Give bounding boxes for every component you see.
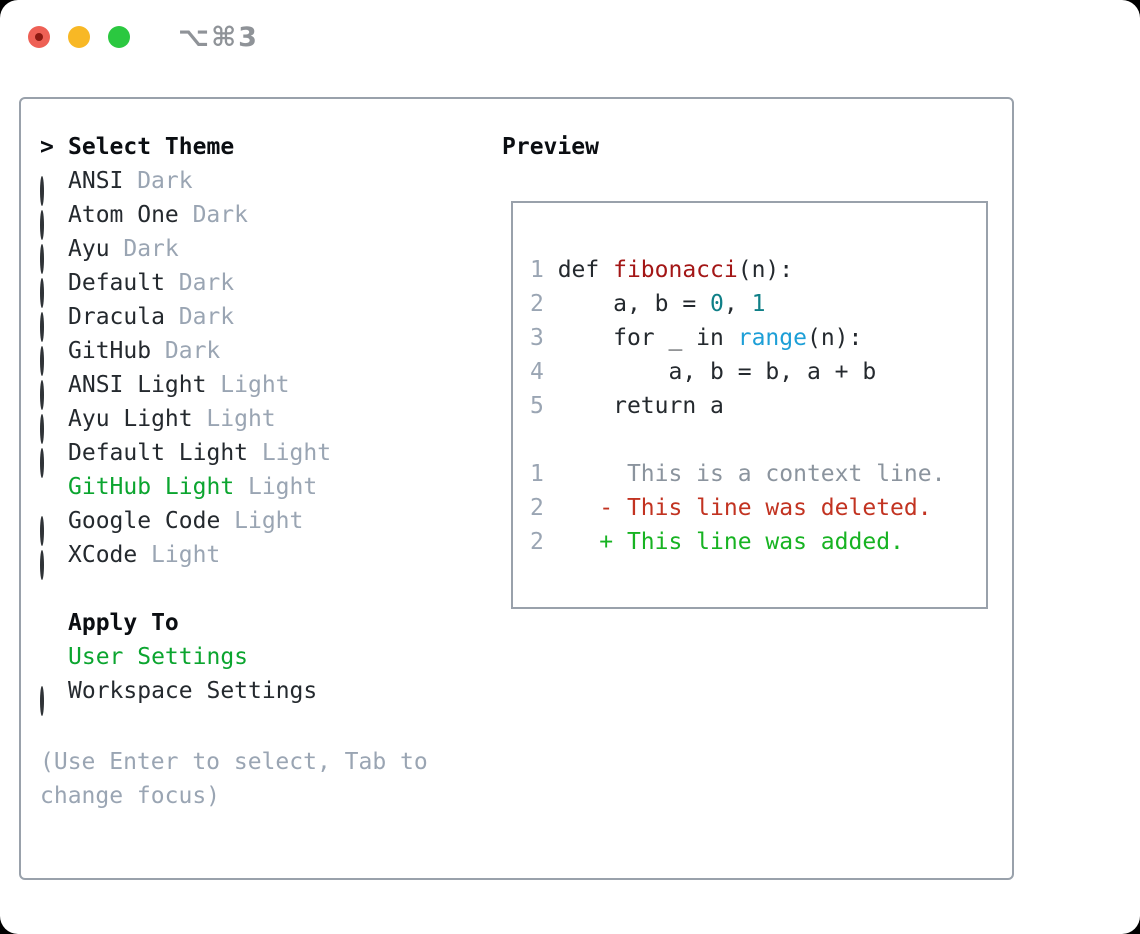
option-variant-label: Dark (192, 202, 248, 228)
preview-code: 1 def fibonacci(n): 2 a, b = 0, 1 3 for … (530, 257, 946, 555)
option-label: ANSI (68, 168, 124, 194)
option-label: Default (68, 270, 165, 296)
option-label: Google Code (68, 508, 221, 534)
apply-item-workspace-settings[interactable]: Workspace Settings (40, 674, 331, 716)
select-theme-title: Select Theme (68, 134, 235, 160)
keyboard-shortcut-label: ⌥⌘3 (178, 21, 259, 53)
cursor-chevron-icon: > (40, 134, 54, 160)
option-label: Ayu Light (68, 406, 193, 432)
radio-unselected-icon (40, 277, 44, 308)
theme-item-ayu-light[interactable]: Ayu Light Light (40, 402, 331, 444)
apply-to-title: Apply To (68, 610, 179, 636)
empty-slot (40, 616, 55, 631)
theme-item-default[interactable]: Default Dark (40, 266, 331, 308)
radio-unselected-icon (40, 413, 44, 444)
radio-unselected-icon (40, 175, 44, 206)
radio-unselected-icon (40, 209, 44, 240)
theme-item-default-light[interactable]: Default Light Light (40, 436, 332, 478)
theme-item-github[interactable]: GitHub Dark (40, 334, 331, 376)
option-variant-label: Light (220, 372, 290, 398)
radio-unselected-icon (40, 345, 44, 376)
theme-item-ansi[interactable]: ANSI Dark (40, 164, 331, 206)
option-label: ANSI Light (68, 372, 207, 398)
option-label: GitHub Light (68, 474, 235, 500)
theme-item-google-code[interactable]: Google Code Light (40, 504, 331, 546)
select-theme-header: > Select Theme (40, 130, 331, 164)
option-variant-label: Dark (178, 270, 235, 296)
option-label: Dracula (68, 304, 165, 330)
minimize-button[interactable] (68, 26, 90, 48)
radio-unselected-icon (40, 685, 44, 716)
radio-unselected-icon (40, 243, 44, 274)
option-label: Default Light (68, 440, 249, 466)
preview-box: 1 def fibonacci(n): 2 a, b = 0, 1 3 for … (511, 201, 988, 609)
theme-item-ansi-light[interactable]: ANSI Light Light (40, 368, 331, 410)
hint-text: (Use Enter to select, Tab to change focu… (40, 749, 428, 809)
spacer (40, 572, 331, 606)
option-label: GitHub (68, 338, 152, 364)
option-variant-label: Light (206, 406, 276, 432)
option-variant-label: Light (247, 474, 318, 500)
option-variant-label: Light (151, 542, 221, 568)
option-label: Atom One (68, 202, 179, 228)
option-variant-label: Dark (137, 168, 193, 194)
option-label: Workspace Settings (68, 678, 318, 704)
apply-item-user-settings[interactable]: User Settings (40, 640, 331, 674)
option-variant-label: Light (261, 440, 332, 466)
radio-unselected-icon (40, 311, 44, 342)
close-button[interactable] (28, 26, 50, 48)
apply-to-header: Apply To (40, 606, 331, 640)
theme-item-github-light[interactable]: GitHub Light Light (40, 470, 331, 504)
preview-title: Preview (502, 134, 599, 160)
theme-item-atom-one[interactable]: Atom One Dark (40, 198, 331, 240)
radio-unselected-icon (40, 549, 44, 580)
option-label: Ayu (68, 236, 110, 262)
theme-item-ayu[interactable]: Ayu Dark (40, 232, 331, 274)
radio-unselected-icon (40, 515, 44, 546)
option-label: User Settings (68, 644, 249, 670)
option-variant-label: Dark (164, 338, 221, 364)
option-label: XCode (68, 542, 138, 568)
zoom-button[interactable] (108, 26, 130, 48)
option-variant-label: Light (234, 508, 304, 534)
radio-unselected-icon (40, 379, 44, 410)
close-dot-icon (35, 33, 43, 41)
theme-item-dracula[interactable]: Dracula Dark (40, 300, 331, 342)
radio-unselected-icon (40, 447, 44, 478)
option-variant-label: Dark (123, 236, 179, 262)
option-variant-label: Dark (178, 304, 235, 330)
theme-item-xcode[interactable]: XCode Light (40, 538, 331, 580)
titlebar: ⌥⌘3 (28, 22, 259, 53)
